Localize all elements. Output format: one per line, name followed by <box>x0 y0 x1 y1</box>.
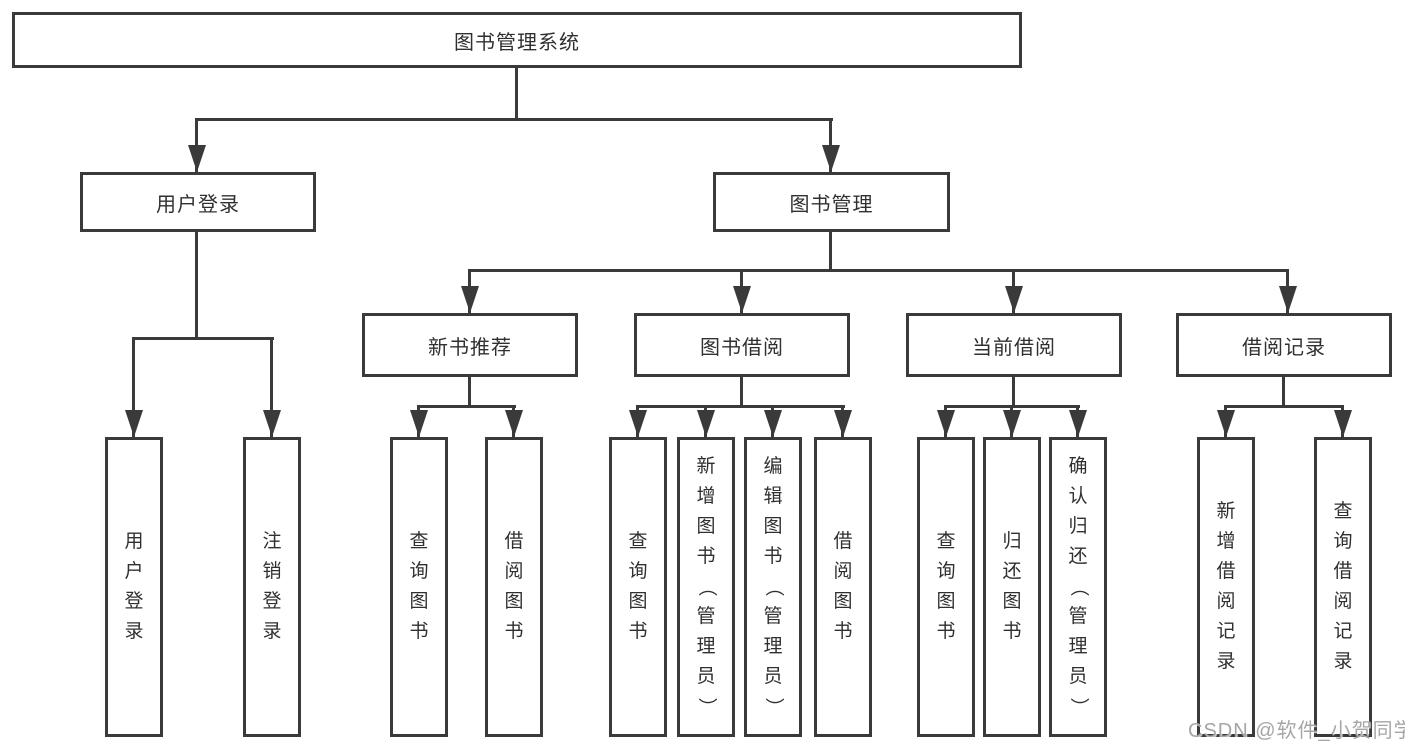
leaf-query-book-recommend: 查询图书 <box>390 437 448 737</box>
arrow-down-icon <box>125 410 143 437</box>
leaf-edit-book-admin: 编辑图书（管理员） <box>744 437 802 737</box>
arrow-down-icon <box>764 410 782 437</box>
leaf-add-borrow-record: 新增借阅记录 <box>1197 437 1255 737</box>
arrow-down-icon <box>1069 410 1087 437</box>
leaf-logout: 注销登录 <box>243 437 301 737</box>
connector-line <box>417 405 516 408</box>
node-borrow-records: 借阅记录 <box>1176 313 1392 377</box>
arrow-down-icon <box>1003 410 1021 437</box>
leaf-query-borrow-record: 查询借阅记录 <box>1314 437 1372 737</box>
arrow-down-icon <box>1005 286 1023 313</box>
arrow-down-icon <box>733 286 751 313</box>
connector-line <box>468 377 471 408</box>
connector-line <box>636 405 845 408</box>
connector-line <box>829 232 832 271</box>
connector-line <box>132 337 135 437</box>
node-new-book-recommend: 新书推荐 <box>362 313 578 377</box>
arrow-down-icon <box>1217 410 1235 437</box>
connector-line <box>1282 377 1285 408</box>
node-root-title: 图书管理系统 <box>12 12 1022 68</box>
arrow-down-icon <box>834 410 852 437</box>
csdn-watermark: CSDN @软件_小贺同学 <box>1188 720 1405 742</box>
leaf-borrow-book: 借阅图书 <box>814 437 872 737</box>
connector-line <box>132 337 274 340</box>
arrow-down-icon <box>188 145 206 172</box>
arrow-down-icon <box>937 410 955 437</box>
leaf-confirm-return-admin: 确认归还（管理员） <box>1049 437 1107 737</box>
arrow-down-icon <box>629 410 647 437</box>
node-book-borrow: 图书借阅 <box>634 313 850 377</box>
arrow-down-icon <box>410 410 428 437</box>
connector-line <box>1012 377 1015 408</box>
connector-line <box>270 337 273 437</box>
arrow-down-icon <box>822 145 840 172</box>
leaf-query-book: 查询图书 <box>609 437 667 737</box>
arrow-down-icon <box>461 286 479 313</box>
node-current-borrow: 当前借阅 <box>906 313 1122 377</box>
leaf-borrow-book-recommend: 借阅图书 <box>485 437 543 737</box>
connector-line <box>468 269 1289 272</box>
connector-line <box>195 232 198 337</box>
arrow-down-icon <box>263 410 281 437</box>
leaf-add-book-admin: 新增图书（管理员） <box>677 437 735 737</box>
arrow-down-icon <box>1279 286 1297 313</box>
arrow-down-icon <box>697 410 715 437</box>
connector-line <box>740 377 743 408</box>
arrow-down-icon <box>505 410 523 437</box>
arrow-down-icon <box>1334 410 1352 437</box>
leaf-user-login: 用户登录 <box>105 437 163 737</box>
leaf-query-book-current: 查询图书 <box>917 437 975 737</box>
node-book-management: 图书管理 <box>713 172 950 232</box>
connector-line <box>515 68 518 121</box>
node-user-login: 用户登录 <box>80 172 316 232</box>
leaf-return-book: 归还图书 <box>983 437 1041 737</box>
connector-line <box>196 118 833 121</box>
connector-line <box>1224 405 1344 408</box>
